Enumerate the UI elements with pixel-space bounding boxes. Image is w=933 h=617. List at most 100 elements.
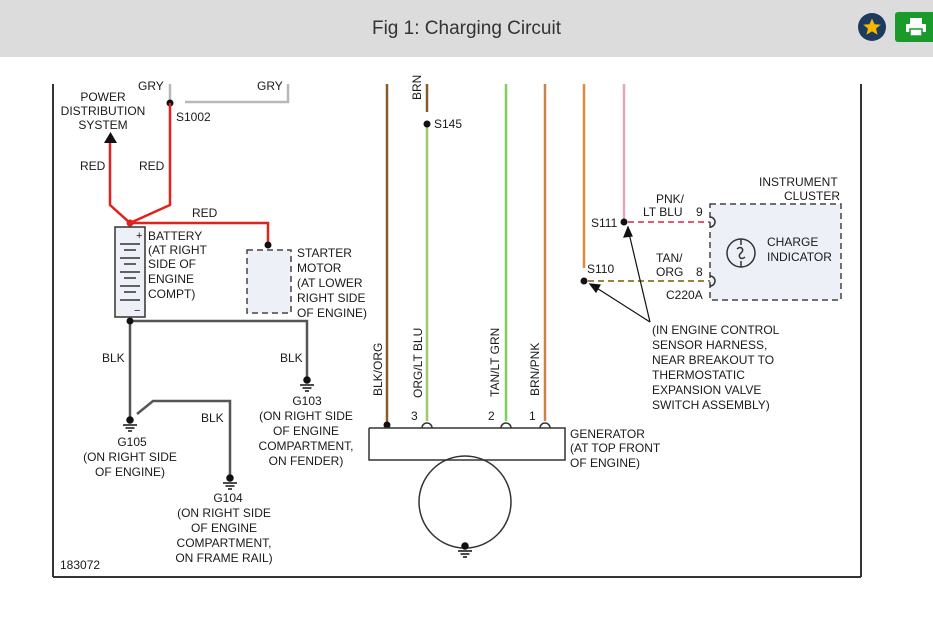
svg-text:INDICATOR: INDICATOR: [767, 250, 832, 264]
favorite-button[interactable]: [858, 13, 886, 41]
charge-indicator-icon: [726, 238, 756, 268]
generator-symbol: [368, 422, 566, 549]
svg-text:−: −: [134, 305, 140, 317]
tan-org-label: TAN/ ORG: [656, 251, 683, 279]
charge-indicator-label: CHARGE INDICATOR: [767, 235, 832, 264]
s110-splice: [580, 277, 588, 285]
svg-text:PNK/: PNK/: [656, 192, 685, 206]
battery-symbol: + −: [114, 226, 146, 318]
gry-left-label: GRY: [138, 79, 164, 93]
red-label-3: RED: [192, 206, 218, 220]
gry-right-label: GRY: [257, 79, 283, 93]
battery-label: BATTERY (AT RIGHT SIDE OF ENGINE COMPT): [148, 229, 208, 301]
g105-label: G105 (ON RIGHT SIDE OF ENGINE): [83, 435, 177, 479]
svg-text:POWER: POWER: [80, 90, 126, 104]
svg-text:(AT TOP FRONT: (AT TOP FRONT: [570, 441, 661, 455]
s110-label: S110: [587, 262, 614, 276]
svg-text:THERMOSTATIC: THERMOSTATIC: [652, 368, 745, 382]
svg-text:ON FENDER): ON FENDER): [269, 454, 344, 468]
svg-text:COMPARTMENT,: COMPARTMENT,: [259, 439, 354, 453]
figure-number: 183072: [60, 558, 100, 572]
red-wires: [108, 103, 270, 245]
svg-text:CHARGE: CHARGE: [767, 235, 818, 249]
generator-label: GENERATOR (AT TOP FRONT OF ENGINE): [570, 427, 661, 470]
ground-g105-icon: [123, 416, 137, 432]
svg-text:(ON RIGHT SIDE: (ON RIGHT SIDE: [259, 409, 353, 423]
blk-label-3: BLK: [201, 411, 224, 425]
svg-text:OF ENGINE): OF ENGINE): [95, 465, 165, 479]
pnk-lt-blu-label: PNK/ LT BLU: [643, 192, 685, 219]
svg-text:GENERATOR: GENERATOR: [570, 427, 645, 441]
ecm-note: (IN ENGINE CONTROL SENSOR HARNESS, NEAR …: [652, 323, 780, 412]
svg-text:ENGINE: ENGINE: [148, 272, 194, 286]
pin-1-label: 1: [529, 409, 536, 423]
svg-text:+: +: [136, 230, 142, 242]
print-button[interactable]: [895, 12, 933, 42]
svg-text:BATTERY: BATTERY: [148, 229, 202, 243]
svg-text:MOTOR: MOTOR: [297, 261, 342, 275]
c220a-label: C220A: [666, 288, 703, 302]
svg-text:NEAR BREAKOUT TO: NEAR BREAKOUT TO: [652, 353, 774, 367]
svg-text:SYSTEM: SYSTEM: [78, 118, 127, 132]
s111-splice: [620, 218, 628, 226]
svg-text:LT BLU: LT BLU: [643, 205, 683, 219]
brn-pnk-label: BRN/PNK: [528, 343, 542, 396]
red-label-1: RED: [80, 159, 106, 173]
svg-text:STARTER: STARTER: [297, 246, 352, 260]
svg-text:RIGHT SIDE: RIGHT SIDE: [297, 291, 365, 305]
starter-terminal: [264, 241, 272, 249]
pin-2-label: 2: [488, 409, 495, 423]
svg-text:OF ENGINE): OF ENGINE): [570, 456, 640, 470]
svg-text:OF ENGINE): OF ENGINE): [297, 306, 367, 320]
generator-ground-icon: [458, 542, 472, 558]
blk-org-label: BLK/ORG: [371, 343, 385, 396]
org-lt-blu-label: ORG/LT BLU: [411, 328, 425, 398]
blk-wires: [128, 317, 309, 476]
instrument-cluster-label: INSTRUMENT CLUSTER: [759, 175, 840, 203]
svg-text:(IN ENGINE CONTROL: (IN ENGINE CONTROL: [652, 323, 780, 337]
brn-top-label: BRN: [410, 75, 424, 100]
svg-text:G104: G104: [213, 491, 243, 505]
svg-text:(ON RIGHT SIDE: (ON RIGHT SIDE: [177, 506, 271, 520]
diagram-frame: [52, 84, 862, 578]
header-bar: Fig 1: Charging Circuit: [0, 0, 933, 57]
power-distribution-label: POWER DISTRIBUTION SYSTEM: [61, 90, 146, 132]
ground-g103-icon: [300, 376, 314, 392]
starter-motor-box: [246, 249, 292, 314]
generator-case-terminal: [383, 421, 391, 429]
s111-label: S111: [591, 216, 618, 230]
g104-label: G104 (ON RIGHT SIDE OF ENGINE COMPARTMEN…: [175, 491, 272, 565]
svg-text:ON FRAME RAIL): ON FRAME RAIL): [175, 551, 272, 565]
star-icon: [863, 18, 881, 35]
svg-text:(ON RIGHT SIDE: (ON RIGHT SIDE: [83, 450, 177, 464]
s145-label: S145: [434, 117, 462, 131]
svg-text:OF ENGINE: OF ENGINE: [191, 521, 257, 535]
svg-text:(AT RIGHT: (AT RIGHT: [148, 243, 208, 257]
ground-g104-icon: [223, 474, 237, 490]
charging-circuit-diagram: GRY GRY POWER DISTRIBUTION SYSTEM S1002 …: [52, 75, 862, 578]
note-arrows: [588, 225, 651, 323]
svg-text:TAN/: TAN/: [656, 251, 683, 265]
tan-lt-grn-label: TAN/LT GRN: [488, 328, 502, 397]
g103-label: G103 (ON RIGHT SIDE OF ENGINE COMPARTMEN…: [259, 394, 354, 468]
svg-text:COMPT): COMPT): [148, 287, 195, 301]
svg-text:INSTRUMENT: INSTRUMENT: [759, 175, 838, 189]
svg-text:CLUSTER: CLUSTER: [784, 189, 840, 203]
pin-9-label: 9: [696, 205, 703, 219]
svg-text:OF ENGINE: OF ENGINE: [273, 424, 339, 438]
battery-positive-splice: [126, 219, 134, 227]
svg-text:COMPARTMENT,: COMPARTMENT,: [177, 536, 272, 550]
printer-icon: [906, 18, 926, 37]
svg-text:G105: G105: [117, 435, 147, 449]
pin-3-label: 3: [411, 409, 418, 423]
svg-text:ORG: ORG: [656, 265, 683, 279]
starter-label: STARTER MOTOR (AT LOWER RIGHT SIDE OF EN…: [297, 246, 367, 320]
svg-text:(AT LOWER: (AT LOWER: [297, 276, 363, 290]
power-arrow: [104, 132, 117, 143]
svg-text:SWITCH ASSEMBLY): SWITCH ASSEMBLY): [652, 398, 770, 412]
instrument-cluster-box: [709, 203, 842, 301]
svg-text:SENSOR HARNESS,: SENSOR HARNESS,: [652, 338, 767, 352]
red-label-2: RED: [139, 159, 165, 173]
s145-splice: [423, 120, 431, 128]
pin-8-label: 8: [696, 265, 703, 279]
